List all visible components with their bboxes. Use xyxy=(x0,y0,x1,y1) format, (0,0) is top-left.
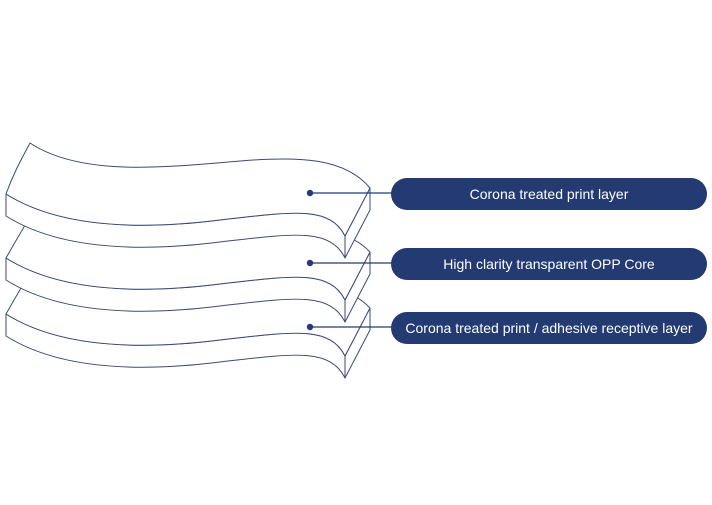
leader-dot-bottom xyxy=(306,323,314,331)
leader-dot-middle xyxy=(306,259,314,267)
layer-label-middle: High clarity transparent OPP Core xyxy=(391,248,707,280)
leader-dot-top xyxy=(306,189,314,197)
leader-middle xyxy=(306,259,392,267)
leader-top xyxy=(306,189,392,197)
layer-top-face xyxy=(5,142,371,237)
layer-top xyxy=(5,142,371,259)
layer-label-top: Corona treated print layer xyxy=(391,178,707,210)
leader-bottom xyxy=(306,323,392,331)
layer-label-bottom: Corona treated print / adhesive receptiv… xyxy=(391,312,707,344)
